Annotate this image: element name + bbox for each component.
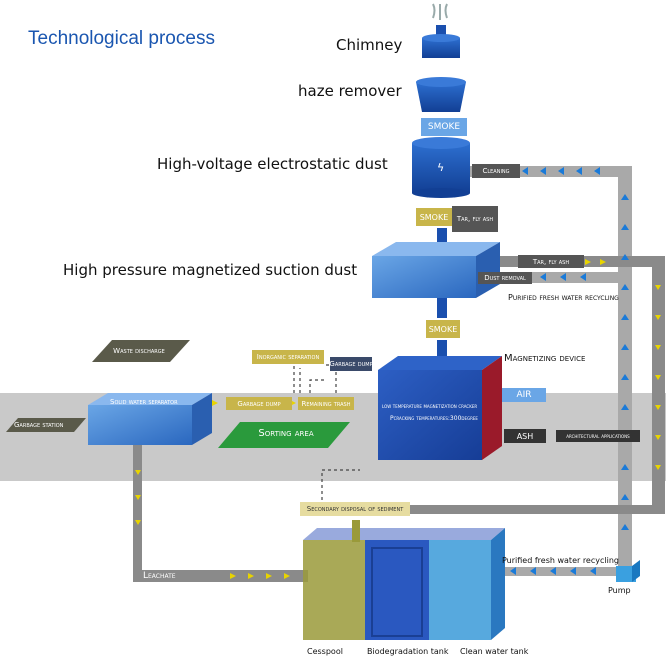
pump-label: Pump xyxy=(608,586,631,595)
connector-3 xyxy=(437,340,447,356)
cracker-label-2: Pcracking temperatures:300degree xyxy=(390,415,478,422)
sorting-area-shape xyxy=(218,422,350,448)
suction-label: High pressure magnetized suction dust xyxy=(63,261,358,279)
sorting-area-label: Sorting area xyxy=(258,427,314,439)
separator-label: Solid water separator xyxy=(110,398,178,406)
svg-text:ϟ: ϟ xyxy=(437,161,444,174)
inorganic-separation-tag: Inorganic separation xyxy=(252,350,324,364)
remaining-trash-tag: Remaining trash xyxy=(298,397,354,410)
cleaning-tag: Cleaning xyxy=(472,164,520,178)
connector-1 xyxy=(437,228,447,244)
magnetizing-label: Magnetizing device xyxy=(504,353,586,364)
purified-bottom-label: Purified fresh water recycling xyxy=(502,556,619,565)
electrostatic-unit: ϟ xyxy=(412,137,470,198)
chimney-label: Chimney xyxy=(336,36,403,54)
connector-2 xyxy=(437,298,447,318)
chimney-unit xyxy=(422,3,460,58)
flow-arrows-right xyxy=(510,167,629,575)
tar-fly-ash-tag-1: Tar, fly ash xyxy=(452,206,498,232)
smoke-label-mid: SMOKE xyxy=(416,208,452,226)
air-tag: AIR xyxy=(516,390,532,400)
haze-remover-unit xyxy=(416,77,466,112)
waste-discharge-shape xyxy=(92,340,190,362)
page-title: Technological process xyxy=(28,28,215,49)
tanks xyxy=(303,520,505,640)
smoke-label-low: SMOKE xyxy=(426,320,460,338)
right-return-pipe xyxy=(618,168,632,573)
tar-fly-ash-tag-2: Tar, fly ash xyxy=(518,255,584,268)
suction-dust-unit xyxy=(372,242,500,298)
architectural-tag: architectural applications xyxy=(556,430,640,442)
ash-tag: ASH xyxy=(504,429,546,443)
waste-discharge-tag: Waste discharge xyxy=(113,347,165,355)
smoke-tag-top xyxy=(421,118,467,136)
cracker-label-1: low temperature magnetization cracker xyxy=(382,404,478,410)
secondary-disposal-tag: Secondary disposal of sediment xyxy=(300,502,410,516)
solid-water-separator xyxy=(88,393,212,445)
purified-right-label: Purified fresh water recycling xyxy=(508,293,619,302)
leachate-label: Leachate xyxy=(143,571,176,581)
dust-removal-tag: Dust removal xyxy=(478,272,532,284)
smoke-label-top: SMOKE xyxy=(427,122,461,132)
biodegradation-label: Biodegradation tank xyxy=(367,647,449,656)
leachate-pipe-horizontal xyxy=(133,570,308,582)
clean-water-pipe xyxy=(498,567,632,576)
cleaning-pipe xyxy=(470,166,632,177)
garbage-dump-tag-2: Garbage dump xyxy=(329,357,373,371)
clean-water-label: Clean water tank xyxy=(460,647,529,656)
cesspool-label: Cesspool xyxy=(307,647,343,656)
electrostatic-label: High-voltage electrostatic dust xyxy=(157,155,388,173)
far-right-pipe xyxy=(652,258,665,513)
leachate-pipe-vertical xyxy=(133,440,142,580)
garbage-station-shape xyxy=(6,418,86,432)
pump xyxy=(616,560,640,582)
haze-remover-label: haze remover xyxy=(298,82,402,100)
flow-arrows-yellow xyxy=(135,259,661,579)
garbage-station-label: Garbage station xyxy=(14,421,64,429)
air-tag-bg xyxy=(502,388,546,402)
magnetizing-device xyxy=(378,356,502,460)
sediment-pipe xyxy=(352,505,665,514)
garbage-dump-tag-1: Garbage dump xyxy=(226,397,292,410)
